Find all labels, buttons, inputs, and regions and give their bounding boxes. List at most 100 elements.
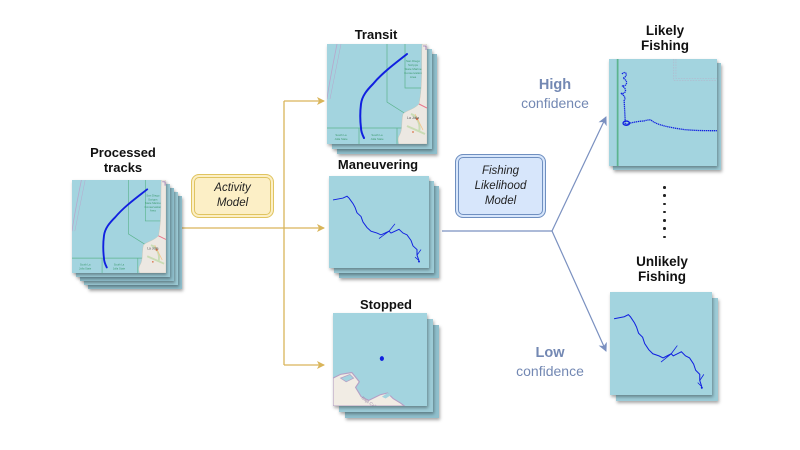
- title-line: tracks: [103, 160, 143, 175]
- shipping-lane: [74, 180, 86, 232]
- svg-text:South La: South La: [371, 133, 383, 137]
- confidence-level: High: [538, 77, 572, 93]
- track-spur: [660, 345, 678, 363]
- title-line: Unlikely: [636, 254, 688, 269]
- track-end: [418, 260, 420, 263]
- title-line: Fishing: [641, 38, 689, 53]
- road: [158, 235, 166, 240]
- svg-text:Jolla State: Jolla State: [334, 137, 348, 141]
- town-label: La Jolla: [407, 116, 419, 120]
- svg-text:Scripps: Scripps: [408, 63, 419, 67]
- maneuvering-track: [613, 314, 703, 387]
- poi: [155, 248, 158, 251]
- track-spur: [697, 374, 705, 388]
- track-svg: [616, 59, 717, 166]
- zone-boundary: [386, 44, 410, 117]
- poi: [412, 131, 414, 133]
- dot: [663, 186, 666, 189]
- svg-text:Scripps: Scripps: [148, 197, 158, 201]
- model-label: Fishing: [481, 164, 520, 177]
- dot: [663, 235, 666, 239]
- dot: [663, 194, 666, 197]
- model-label: Likelihood: [474, 179, 527, 192]
- model-label: Model: [216, 197, 249, 209]
- svg-text:Jolla State: Jolla State: [79, 266, 92, 270]
- shipping-lane: [329, 44, 342, 100]
- activity-model-box[interactable]: Activity Model: [191, 174, 274, 218]
- fishing-track-icon: [609, 59, 717, 166]
- poi: [151, 261, 154, 263]
- title-line: Processed: [90, 145, 156, 160]
- svg-text:Conservation: Conservation: [404, 71, 422, 75]
- transit-track: [359, 53, 408, 139]
- stopped-point-map-icon: Baja California: [333, 313, 427, 406]
- town-label: La Jolla: [147, 247, 159, 251]
- svg-text:State Marine: State Marine: [404, 67, 421, 71]
- zone-boundary: [128, 180, 150, 248]
- land: [397, 44, 427, 144]
- land: [138, 180, 166, 273]
- fishing-loop: [622, 120, 631, 126]
- title-line: Fishing: [638, 269, 686, 284]
- processed-tracks-title: Processed tracks: [68, 145, 178, 175]
- poi: [423, 45, 427, 50]
- fishing-connector: [442, 116, 607, 352]
- zone-boundary: [673, 59, 717, 81]
- svg-text:Jolla State: Jolla State: [113, 266, 126, 270]
- road: [414, 113, 424, 131]
- road: [154, 244, 163, 261]
- track-spur: [378, 223, 396, 239]
- unlikely-fishing-title: Unlikely Fishing: [612, 254, 712, 284]
- maneuvering-track: [332, 195, 420, 261]
- more-examples-ellipsis: [663, 186, 667, 244]
- confidence-text: confidence: [516, 363, 584, 379]
- transit-track: [102, 188, 149, 269]
- high-confidence-label: High confidence: [505, 76, 605, 112]
- track-svg: [332, 195, 422, 263]
- maneuvering-track-icon: [329, 176, 429, 268]
- svg-text:South La: South La: [335, 133, 347, 137]
- svg-text:San Diego: San Diego: [146, 194, 160, 198]
- confidence-text: confidence: [521, 95, 589, 111]
- poi: [162, 181, 166, 186]
- title-line: Likely: [645, 23, 685, 38]
- poi: [415, 117, 419, 121]
- stopped-title: Stopped: [360, 297, 412, 312]
- maneuvering-title: Maneuvering: [337, 157, 419, 172]
- likely-fishing-title: Likely Fishing: [615, 23, 715, 53]
- svg-text:Area: Area: [410, 75, 417, 79]
- dot: [663, 227, 666, 230]
- fishing-likelihood-model-box[interactable]: Fishing Likelihood Model: [455, 154, 546, 218]
- shipping-lane: [72, 180, 82, 232]
- road: [418, 103, 427, 109]
- activity-connector: [180, 97, 325, 369]
- model-label: Activity: [214, 182, 251, 194]
- svg-text:South La: South La: [114, 263, 125, 267]
- svg-text:Jolla State: Jolla State: [370, 137, 384, 141]
- svg-text:Conservation: Conservation: [145, 205, 162, 209]
- low-confidence-label: Low confidence: [500, 344, 600, 380]
- svg-text:South La: South La: [80, 263, 91, 267]
- arrow-to-likely: [551, 116, 607, 232]
- confidence-level: Low: [535, 345, 565, 361]
- model-label: Model: [484, 194, 517, 207]
- maneuvering-track-icon: [610, 292, 712, 395]
- svg-text:State Marine: State Marine: [145, 201, 161, 205]
- stopped-point: [379, 356, 384, 361]
- transit-title: Transit: [354, 27, 398, 42]
- inlet: [381, 392, 392, 399]
- track-spur: [414, 249, 422, 261]
- svg-text:San Diego: San Diego: [406, 59, 420, 63]
- shipping-lane: [327, 44, 338, 100]
- fishing-track: [620, 71, 717, 132]
- zone-boundary: [675, 59, 717, 79]
- map-svg: Baja California: [333, 356, 406, 406]
